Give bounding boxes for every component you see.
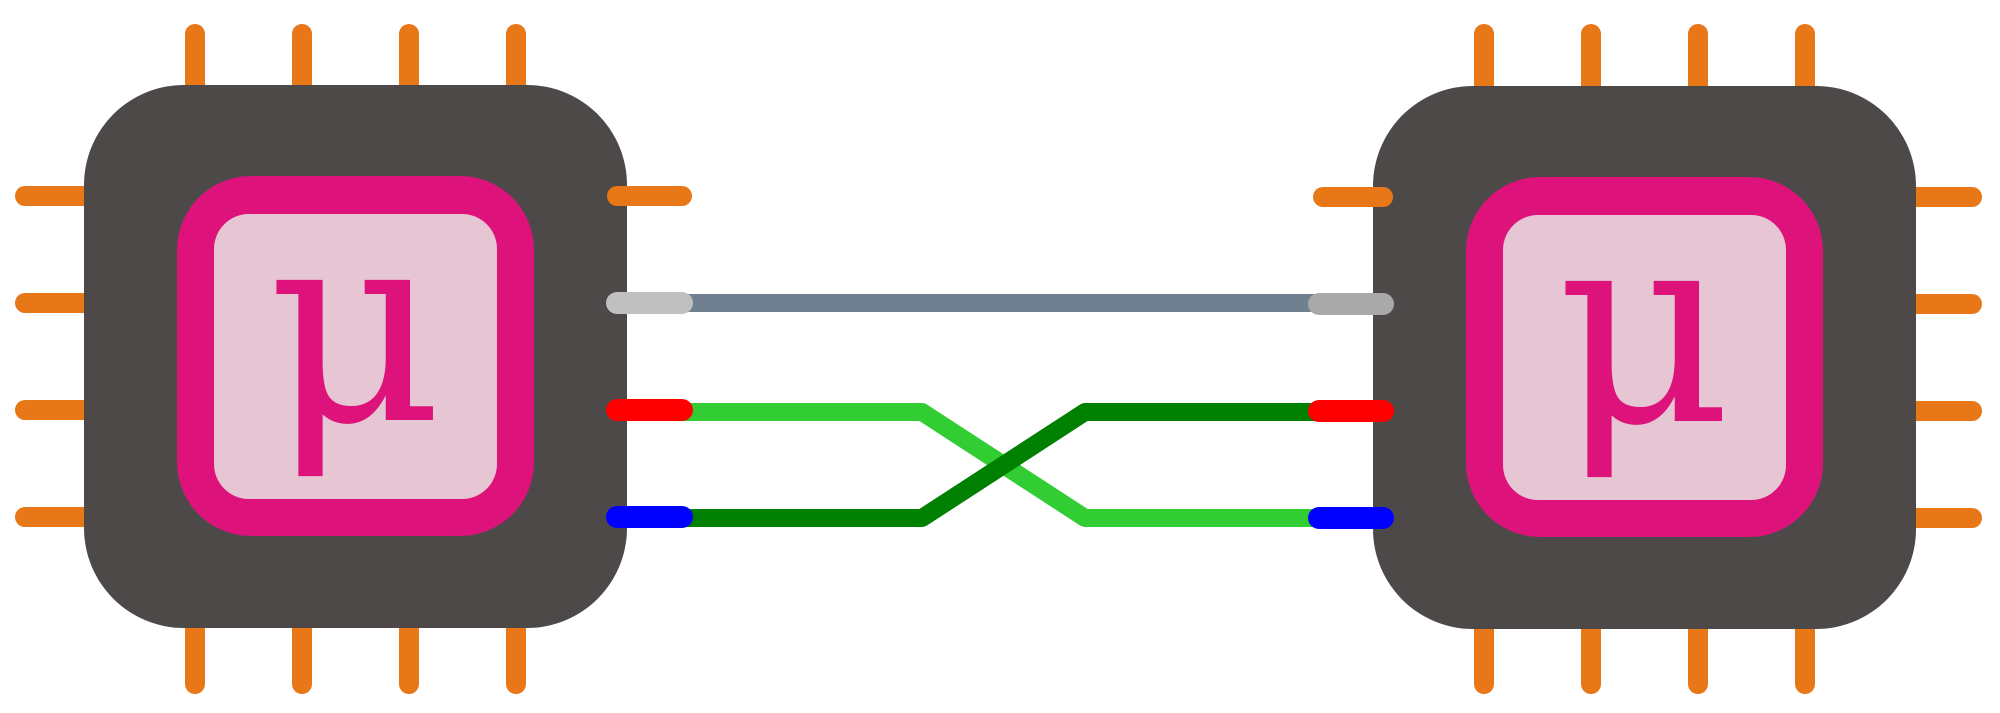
right-chip-bottom-pins: [1474, 614, 1815, 694]
right-chip: μ: [1308, 24, 1982, 694]
dark-green-wire: [603, 403, 1395, 527]
right-chip-side-pins: [1895, 187, 1982, 528]
left-chip-symbol: μ: [267, 169, 442, 484]
left-chip-window: [214, 214, 497, 499]
left-chip-side-pins: [15, 186, 105, 527]
left-chip: μ: [15, 24, 693, 694]
right-chip-window: [1503, 215, 1786, 500]
right-chip-top-pins: [1474, 24, 1815, 106]
wires: [603, 294, 1395, 527]
left-chip-bottom-pins: [185, 614, 526, 694]
right-chip-symbol: μ: [1556, 170, 1731, 485]
